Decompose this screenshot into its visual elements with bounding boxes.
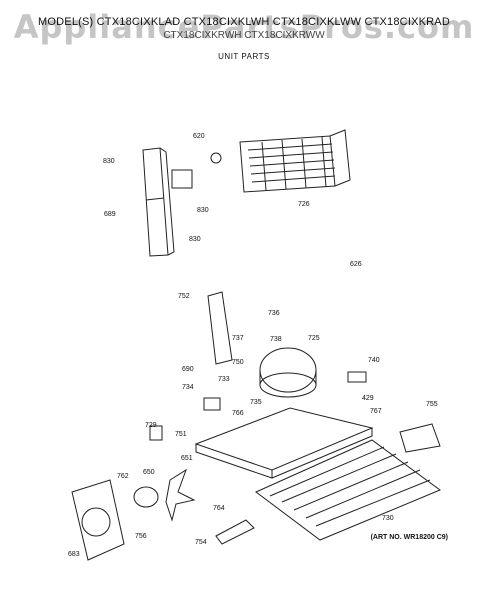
callout-762: 762	[117, 473, 129, 480]
callout-650: 650	[143, 469, 155, 476]
drain-pan-drawing	[215, 519, 255, 545]
fan-bracket-drawing	[207, 291, 233, 365]
watermark: AppliancePartsPros.com	[13, 8, 475, 46]
callout-736: 736	[268, 310, 280, 317]
callout-754: 754	[195, 539, 207, 546]
control-box-drawing	[203, 397, 221, 411]
section-title: UNIT PARTS	[218, 52, 270, 61]
callout-690: 690	[182, 366, 194, 373]
art-number: (ART NO. WR18200 C9)	[370, 534, 448, 541]
fan-assembly-drawing	[71, 468, 196, 561]
callout-729: 729	[145, 422, 157, 429]
callout-651: 651	[181, 455, 193, 462]
compressor-drawing	[259, 347, 317, 398]
model-list: MODEL(S) CTX18CIXKLAD CTX18CIXKLWH CTX18…	[38, 16, 450, 28]
callout-755: 755	[426, 401, 438, 408]
callout-738: 738	[270, 336, 282, 343]
callout-737: 737	[232, 335, 244, 342]
callout-735: 735	[250, 399, 262, 406]
capacitor-drawing	[149, 425, 163, 441]
callout-752: 752	[178, 293, 190, 300]
support-bracket-drawing	[399, 423, 441, 453]
callout-766: 766	[232, 410, 244, 417]
callout-830: 830	[197, 207, 209, 214]
callout-830: 830	[103, 158, 115, 165]
callout-730: 730	[382, 515, 394, 522]
condenser-coil-drawing	[239, 129, 351, 193]
callout-764: 764	[213, 505, 225, 512]
callout-830: 830	[189, 236, 201, 243]
callout-683: 683	[68, 551, 80, 558]
callout-626: 626	[350, 261, 362, 268]
condenser-grid-drawing	[255, 439, 442, 541]
callout-740: 740	[368, 357, 380, 364]
callout-620: 620	[193, 133, 205, 140]
callout-751: 751	[175, 431, 187, 438]
callout-726: 726	[298, 201, 310, 208]
callout-767: 767	[370, 408, 382, 415]
callout-labels: 830 620 726 830 689 830 626 752 736 737 738 725 690 7…	[68, 133, 438, 558]
relay-drawing	[347, 371, 367, 383]
base-plate-drawing	[194, 407, 374, 479]
callout-725: 725	[308, 335, 320, 342]
mounting-bracket-drawing	[142, 147, 222, 257]
callout-733: 733	[218, 376, 230, 383]
model-list-continued: CTX18CIXKRWH CTX18CIXKRWW	[163, 30, 325, 41]
callout-734: 734	[182, 384, 194, 391]
callout-429: 429	[362, 395, 374, 402]
callout-756: 756	[135, 533, 147, 540]
callout-750: 750	[232, 359, 244, 366]
callout-689: 689	[104, 211, 116, 218]
